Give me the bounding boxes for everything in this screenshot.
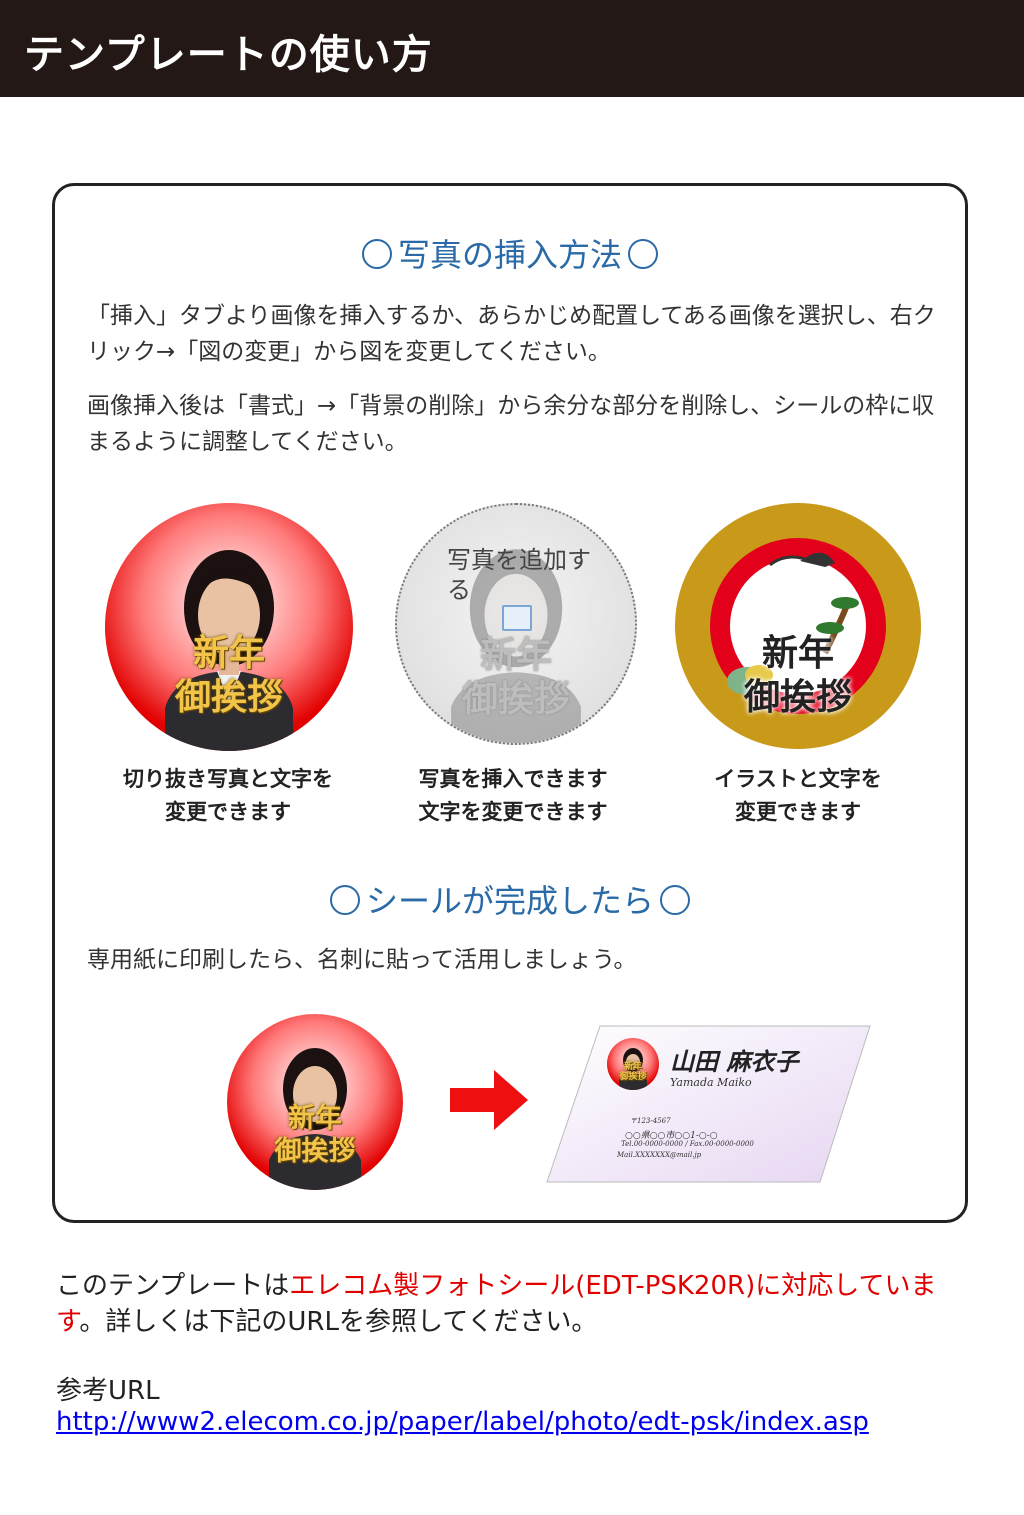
sticker-text-line2: 御挨拶: [743, 676, 852, 718]
insert-instructions-2: 画像挿入後は「書式」→「背景の削除」から余分な部分を削除し、シールの枠に収まるよ…: [87, 393, 935, 455]
sample1-caption: 切り抜き写真と文字を 変更できます: [88, 763, 368, 829]
sample-sticker-placeholder[interactable]: 写真を追加する 新年 御挨拶: [395, 503, 637, 745]
card-mail: Mail.XXXXXXX@mail.jp: [617, 1151, 702, 1159]
insert-section-title-text: 写真の挿入方法: [397, 236, 622, 274]
person-photo-icon: [619, 1048, 647, 1090]
sticker-text-line1: 新年: [761, 632, 834, 674]
note-emphasis: エレコム製フォトシール(EDT-PSK20R)に対応しています: [56, 1271, 937, 1337]
picture-placeholder-icon: [502, 605, 532, 631]
person-photo-icon: [269, 1048, 361, 1190]
sticker-text-line1: 新年: [192, 632, 265, 674]
page-title: テンプレートの使い方: [24, 32, 433, 78]
done-section-title-text: シールが完成したら: [365, 882, 654, 920]
sample3-caption: イラストと文字を 変更できます: [658, 763, 938, 829]
sticker-text-line1: 新年: [288, 1103, 342, 1134]
add-photo-label: 写真を追加する: [447, 546, 591, 604]
sticker-text-line1: 新年: [623, 1062, 642, 1072]
reference-link[interactable]: http://www2.elecom.co.jp/paper/label/pho…: [56, 1407, 869, 1437]
card-zip: 〒123-4567: [630, 1117, 671, 1125]
crane-pine-illustration-icon: [710, 538, 886, 714]
caption-line1: 写真を挿入できます: [418, 767, 608, 791]
card-romaji: Yamada Maiko: [670, 1076, 752, 1089]
sticker-text-line2: 御挨拶: [461, 678, 570, 720]
placeholder-sticker-text: 新年 御挨拶: [397, 633, 635, 721]
caption-line2: 文字を変更できます: [418, 800, 608, 824]
card-sticker-text: 新年 御挨拶: [607, 1062, 659, 1082]
note-text-end: 。詳しくは下記のURLを参照してください。: [79, 1307, 598, 1337]
circle-mark-icon: [660, 885, 690, 915]
caption-line1: 切り抜き写真と文字を: [123, 767, 333, 791]
card-address: ○○県○○市○○1-○-○: [625, 1131, 718, 1141]
circle-mark-icon: [329, 885, 360, 915]
done-section-title: シールが完成したら: [55, 876, 965, 922]
page-header: テンプレートの使い方: [0, 0, 1024, 97]
caption-line2: 変更できます: [735, 800, 861, 824]
finished-sticker: 新年 御挨拶: [227, 1014, 403, 1190]
note-text: このテンプレートは: [56, 1271, 290, 1301]
illustration-sticker-text: 新年 御挨拶: [675, 631, 921, 719]
compatibility-note: このテンプレートはエレコム製フォトシール(EDT-PSK20R)に対応しています…: [56, 1268, 956, 1340]
person-photo-icon: [165, 550, 293, 751]
insert-section-title: 写真の挿入方法: [55, 230, 965, 276]
reference-label: 参考URL: [56, 1376, 160, 1406]
sample-sticker-photo: 新年 御挨拶: [105, 503, 353, 751]
done-instructions: 専用紙に印刷したら、名刺に貼って活用しましょう。: [87, 947, 637, 973]
caption-line1: イラストと文字を: [714, 767, 882, 791]
circle-mark-icon: [628, 239, 658, 269]
card-tel: Tel.00-0000-0000 / Fax.00-0000-0000: [621, 1140, 754, 1148]
business-card-example: 新年 御挨拶 山田 麻衣子 Yamada Maiko 〒123-4567 ○○県…: [545, 1024, 871, 1183]
sample-sticker-illustration: 新年 御挨拶: [675, 503, 921, 749]
caption-line2: 変更できます: [165, 800, 291, 824]
insert-instructions-1: 「挿入」タブより画像を挿入するか、あらかじめ配置してある画像を選択し、右クリック…: [87, 303, 936, 365]
card-sticker: 新年 御挨拶: [607, 1038, 659, 1090]
sticker-text-line2: 御挨拶: [174, 676, 283, 718]
sample2-caption: 写真を挿入できます 文字を変更できます: [373, 763, 653, 829]
card-name: 山田 麻衣子: [670, 1047, 799, 1076]
instruction-panel: 写真の挿入方法 「挿入」タブより画像を挿入するか、あらかじめ配置してある画像を選…: [52, 183, 968, 1223]
circle-mark-icon: [361, 239, 392, 269]
sample-sticker-text: 新年 御挨拶: [105, 631, 353, 719]
sticker-text-line2: 御挨拶: [619, 1072, 647, 1082]
finished-sticker-text: 新年 御挨拶: [227, 1102, 403, 1168]
sticker-text-line2: 御挨拶: [274, 1136, 356, 1167]
right-arrow-icon: [450, 1070, 528, 1130]
sticker-text-line1: 新年: [479, 634, 552, 676]
